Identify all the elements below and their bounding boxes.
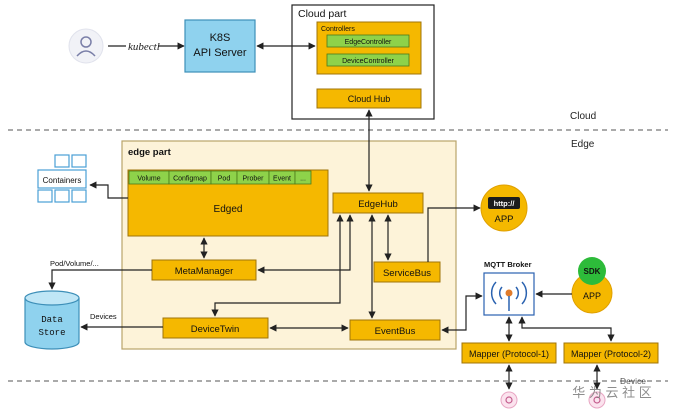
devices-annotation: Devices [90, 312, 117, 321]
edged-tab-label: Event [273, 176, 291, 183]
broadcast-antenna-icon [483, 272, 535, 316]
devicetwin-label: DeviceTwin [191, 324, 240, 335]
edged-tab-box [294, 170, 312, 185]
k8s-subtitle: API Server [193, 47, 247, 59]
eventbus-box [349, 319, 441, 341]
edge-part-title: edge part [128, 147, 172, 158]
cloud-hub-label: Cloud Hub [348, 94, 391, 104]
mqtt-mapper2-link [518, 316, 615, 342]
watermark-text: 华 为 云 社 区 [572, 385, 651, 400]
data-store-line1: Data [41, 315, 63, 325]
servicebus-label: ServiceBus [383, 268, 431, 279]
device-controller-label: DeviceController [342, 58, 394, 65]
user-icon [68, 28, 104, 64]
zone-label-device: Device [620, 376, 646, 386]
mqtt-broker-title: MQTT Broker [484, 260, 532, 269]
containers-label: Containers [43, 176, 82, 185]
http-app-label: APP [494, 214, 513, 225]
edgehub-box [332, 192, 424, 214]
k8s-api-server-box [184, 19, 256, 73]
kubectl-label: kubectl [128, 41, 160, 53]
device-controller-box [326, 53, 410, 67]
device-sensor-icon [500, 391, 518, 409]
edge-controller-label: EdgeController [345, 39, 392, 46]
servicebus-http-app-link [427, 204, 481, 262]
controllers-title: Controllers [321, 26, 355, 33]
edgehub-devicetwin-link [211, 214, 344, 317]
sdk-app-label: APP [583, 291, 601, 301]
edge-controller-box [326, 34, 410, 48]
cloud-hub-box [316, 88, 422, 109]
devicetwin-box [162, 317, 269, 339]
data-store-cylinder [24, 290, 80, 350]
metamanager-label: MetaManager [175, 266, 234, 277]
http-badge-text: http:// [494, 199, 516, 208]
sdk-badge-circle [578, 257, 606, 285]
mapper-protocol2-box [563, 342, 659, 364]
metamanager-datastore-link [48, 269, 152, 290]
cloud-part-title: Cloud part [298, 8, 347, 20]
edged-label: Edged [214, 204, 243, 215]
edged-tab-label: Volume [137, 176, 160, 183]
mapper-protocol1-label: Mapper (Protocol-1) [469, 349, 549, 359]
edged-tabs: Volume Configmap Pod Prober Event... [128, 170, 312, 185]
mapper-protocol1-box [461, 342, 557, 364]
containers-icon [37, 154, 87, 203]
edgehub-label: EdgeHub [358, 199, 398, 210]
eventbus-label: EventBus [375, 326, 416, 337]
zone-label-edge: Edge [571, 139, 595, 150]
edged-tab-label: ... [300, 176, 306, 183]
pod-volume-annotation: Pod/Volume/... [50, 259, 99, 268]
edged-tab-label: Configmap [173, 176, 207, 183]
sdk-badge-text: SDK [584, 267, 601, 276]
edged-tab-label: Pod [218, 176, 231, 183]
device-sensor-icon [588, 391, 606, 409]
edged-containers-link [89, 181, 128, 199]
http-badge [488, 197, 520, 209]
zone-label-cloud: Cloud [570, 111, 596, 122]
eventbus-mqtt-link [441, 292, 483, 334]
k8s-title: K8S [210, 32, 231, 44]
mapper-protocol2-label: Mapper (Protocol-2) [571, 349, 651, 359]
edged-tab-label: Prober [242, 176, 264, 183]
data-store-line2: Store [38, 328, 65, 338]
